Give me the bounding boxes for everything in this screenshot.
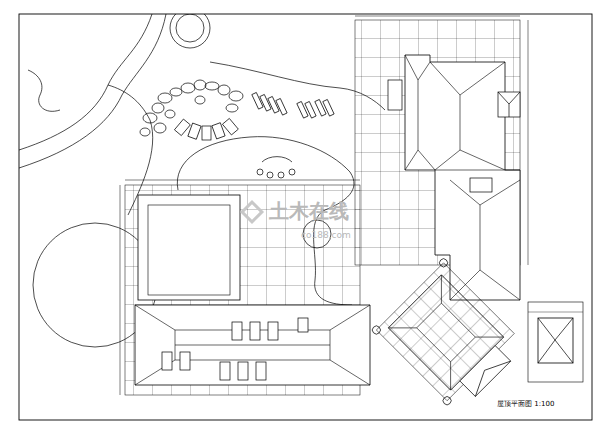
roof-outline [138, 195, 240, 300]
garden-path [19, 14, 152, 150]
watermark-logo [242, 202, 262, 222]
axis-grid [376, 263, 514, 401]
garden-path [28, 70, 60, 111]
seating [174, 118, 238, 140]
dormer [162, 318, 308, 380]
drawing-frame [19, 14, 592, 420]
detail-frame [528, 302, 583, 382]
garden-path [19, 14, 166, 168]
round-planter [170, 14, 210, 48]
roof-outline [135, 305, 370, 385]
watermark-url: co188.com [300, 224, 352, 242]
round-planter [176, 14, 204, 42]
pergola [262, 157, 292, 162]
rockery [140, 80, 243, 136]
chimney [388, 80, 402, 110]
drawing-title: 屋顶平面图 1:100 [496, 392, 555, 410]
roof-ridge [135, 305, 370, 385]
roof-outline [405, 55, 520, 300]
watermark-text: 土木在线 [268, 199, 350, 223]
roof-ridge [405, 55, 520, 170]
lounge-chairs [252, 92, 334, 118]
watermark-url-text: co188.com [300, 230, 352, 240]
watermark: 土木在线 [268, 200, 350, 222]
drawing-title-text: 屋顶平面图 1:100 [496, 400, 555, 408]
